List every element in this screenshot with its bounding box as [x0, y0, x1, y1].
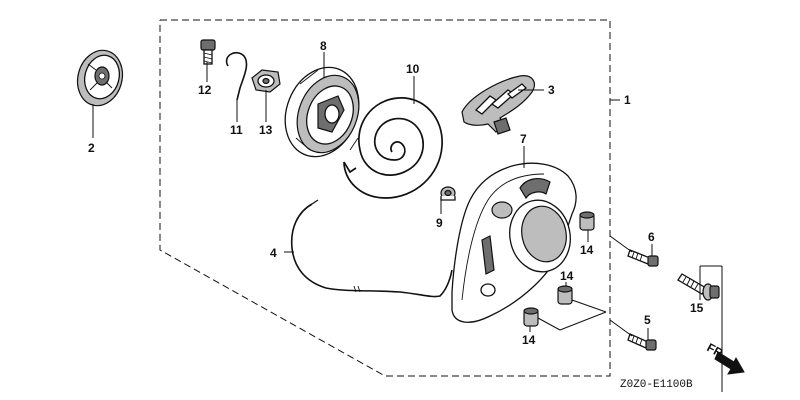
- callout-15: 15: [690, 301, 704, 315]
- part-2-starter-pulley: [76, 49, 124, 107]
- callout-14-middle: 14: [560, 269, 574, 283]
- callout-8: 8: [320, 39, 327, 53]
- callout-labels: 1 2 3 4 5 6 7 8 9 10 11 12 13 14 14 14 1…: [88, 39, 704, 347]
- callout-14-lower: 14: [522, 333, 536, 347]
- callout-7: 7: [520, 132, 527, 146]
- part-4-starter-rope: [290, 199, 453, 298]
- callout-9: 9: [436, 216, 443, 230]
- part-13-ratchet: [251, 69, 281, 93]
- callout-5: 5: [644, 313, 651, 327]
- assembly-group-border: [159, 19, 611, 377]
- callout-10: 10: [406, 62, 420, 76]
- front-direction-arrow-icon: [714, 351, 745, 375]
- callout-11: 11: [230, 123, 243, 137]
- callout-1: 1: [624, 93, 631, 107]
- callout-4: 4: [270, 246, 277, 260]
- part-6-bolt: [627, 249, 659, 267]
- callout-3: 3: [548, 83, 555, 97]
- part-11-clip-spring: [225, 51, 248, 101]
- front-direction-marker: FR.: [705, 340, 745, 375]
- part-14-collar-upper: [579, 211, 595, 231]
- part-9-rope-guide: [440, 186, 456, 201]
- callout-14-upper: 14: [580, 243, 594, 257]
- callout-13: 13: [259, 123, 273, 137]
- part-8-reel: [284, 66, 360, 158]
- diagram-code: Z0Z0-E1100B: [620, 379, 693, 391]
- part-5-bolt: [627, 333, 657, 351]
- callout-6: 6: [648, 230, 655, 244]
- part-15-flange-bolt: [677, 273, 720, 301]
- part-7-starter-case: [451, 162, 577, 323]
- part-12-bolt: [200, 39, 216, 65]
- callout-12: 12: [198, 83, 212, 97]
- part-14-collar-lower: [523, 307, 539, 327]
- part-10-recoil-spring: [343, 97, 443, 199]
- part-3-starter-grip: [461, 75, 535, 135]
- callout-2: 2: [88, 141, 95, 155]
- leader-lines: [92, 52, 723, 392]
- part-14-collar-middle: [557, 285, 573, 305]
